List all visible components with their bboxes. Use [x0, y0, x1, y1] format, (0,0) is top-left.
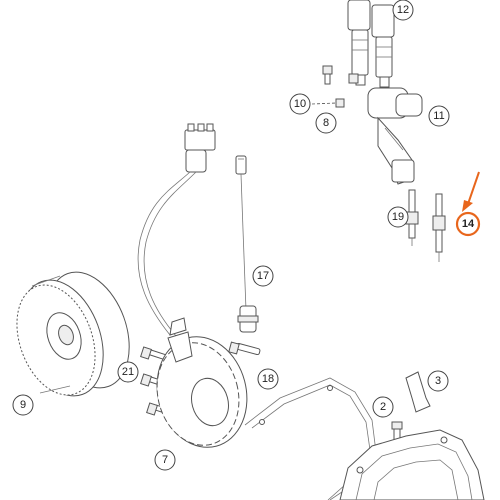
callout-2-label: 2	[380, 401, 386, 413]
callout-8: 8	[315, 112, 337, 134]
callout-12-label: 12	[397, 4, 409, 16]
callout-14: 14	[455, 211, 481, 237]
callout-10: 10	[289, 93, 311, 115]
callout-2: 2	[372, 396, 394, 418]
bracket-3	[405, 371, 431, 413]
callout-18: 18	[257, 368, 279, 390]
callout-7: 7	[154, 449, 176, 471]
ignition-coils	[347, 0, 395, 88]
callout-3: 3	[427, 370, 449, 392]
rotor	[16, 271, 130, 397]
stator	[156, 317, 248, 448]
callout-14-label: 14	[462, 218, 475, 230]
callout-9: 9	[12, 394, 34, 416]
callout-3-label: 3	[435, 375, 441, 387]
callout-21: 21	[117, 361, 139, 383]
callout-17-label: 17	[257, 270, 269, 282]
callout-11: 11	[428, 105, 450, 127]
coil-bracket	[367, 87, 423, 185]
position-sensor	[235, 155, 259, 333]
callout-10-label: 10	[294, 98, 306, 110]
callout-19: 19	[387, 206, 409, 228]
callout-19-label: 19	[392, 211, 404, 223]
callout-11-label: 11	[433, 110, 444, 122]
highlight-arrow	[462, 171, 480, 212]
ignition-cover	[339, 421, 485, 500]
screws	[311, 65, 359, 108]
callout-18-label: 18	[262, 373, 274, 385]
callout-21-label: 21	[122, 366, 134, 378]
spark-plugs	[405, 189, 446, 262]
callout-12: 12	[392, 0, 414, 21]
callout-7-label: 7	[162, 454, 168, 466]
callout-9-label: 9	[20, 399, 26, 411]
stator-cable	[137, 123, 216, 337]
callout-8-label: 8	[323, 117, 329, 129]
callout-17: 17	[252, 265, 274, 287]
screw-18	[228, 341, 261, 356]
